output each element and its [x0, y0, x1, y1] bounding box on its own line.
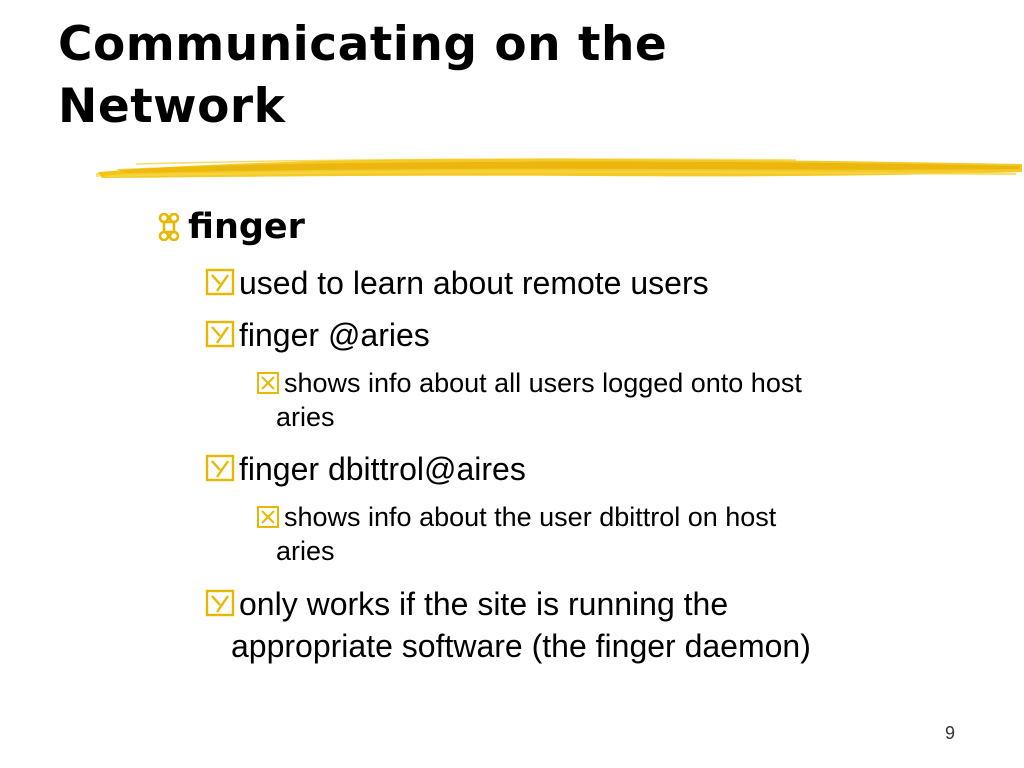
bullet-item-finger: finger — [150, 205, 305, 249]
bullet-text: finger @aries — [239, 317, 430, 353]
bullet-item-only-works-if: only works if the site is running the ap… — [202, 583, 992, 667]
bullet-item-shows-info-user: shows info about the user dbittrol on ho… — [252, 500, 972, 568]
bullet-text: only works if the site is running the ap… — [231, 583, 811, 667]
slide-title-line-1: Communicating on the — [58, 17, 668, 72]
slide-title: Communicating on the Network — [58, 14, 998, 138]
bullet-item-finger-aries: finger @aries — [202, 314, 992, 356]
bullet-text: shows info about the user dbittrol on ho… — [276, 500, 777, 568]
slide-title-line-2: Network — [58, 79, 286, 134]
bullet-text-line-1: only works if the site is running the — [239, 586, 729, 622]
y-checkbox-icon — [202, 583, 238, 623]
bullet-text-line-2: appropriate software (the finger daemon) — [231, 628, 811, 664]
bullet-item-used-to-learn: used to learn about remote users — [202, 262, 992, 304]
bullet-text-line-2: aries — [276, 402, 335, 432]
y-checkbox-icon — [202, 314, 238, 354]
bullet-text: finger — [188, 207, 305, 247]
bullet-text-line-1: shows info about the user dbittrol on ho… — [284, 502, 777, 532]
y-checkbox-icon — [202, 262, 238, 302]
bullet-item-finger-dbittrol: finger dbittrol@aires — [202, 448, 992, 490]
page-number: 9 — [944, 723, 955, 743]
yellow-brush-underline — [96, 158, 1022, 178]
bullet-text: used to learn about remote users — [239, 265, 709, 301]
x-checkbox-icon — [252, 366, 284, 400]
command-key-icon — [150, 205, 188, 249]
x-checkbox-icon — [252, 500, 284, 534]
y-checkbox-icon — [202, 448, 238, 488]
bullet-text-line-2: aries — [276, 536, 335, 566]
bullet-text-line-1: shows info about all users logged onto h… — [284, 368, 802, 398]
bullet-text: finger dbittrol@aires — [239, 451, 526, 487]
bullet-text: shows info about all users logged onto h… — [276, 366, 802, 434]
bullet-item-shows-info-all-users: shows info about all users logged onto h… — [252, 366, 972, 434]
